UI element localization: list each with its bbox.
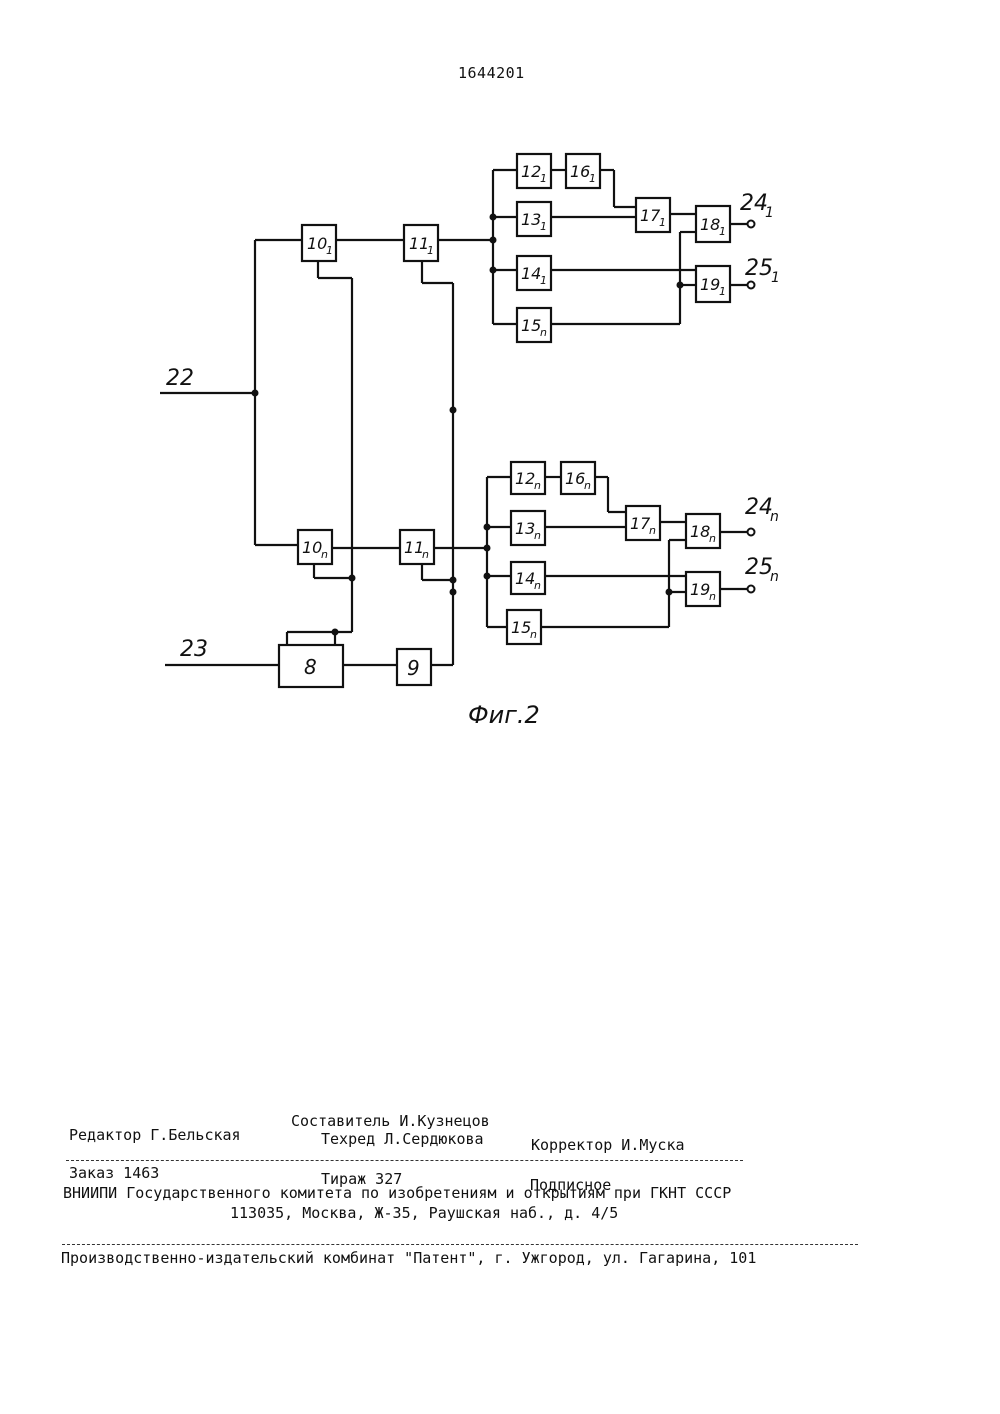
block-9: 9 [397,649,431,685]
block-19-n: 19 n [686,572,720,606]
svg-text:n: n [770,569,779,585]
svg-text:25: 25 [745,555,773,580]
block-17-1: 17 1 [636,198,670,232]
svg-text:n: n [321,548,328,561]
svg-text:n: n [770,509,779,525]
svg-text:8: 8 [304,655,317,679]
svg-text:1: 1 [719,285,726,298]
figure-caption: Фиг.2 [468,701,540,729]
svg-text:1: 1 [771,270,780,286]
svg-text:n: n [530,628,537,641]
block-15-1: 15 n [517,308,551,342]
block-17-n: 17 n [626,506,660,540]
order-line: Заказ 1463 [69,1164,159,1182]
circuit-diagram: 10 1 11 1 10 n 11 n 8 9 12 [0,0,1000,760]
svg-text:10: 10 [307,234,327,253]
block-16-n: 16 n [561,462,595,494]
block-18-n: 18 n [686,514,720,548]
editor-line: Редактор Г.Бельская [69,1126,241,1144]
svg-text:1: 1 [719,225,726,238]
svg-text:19: 19 [690,580,710,599]
output-label-24-n: 24 n [745,495,779,525]
svg-text:12: 12 [515,469,535,488]
organization-line: ВНИИПИ Государственного комитета по изоб… [63,1184,731,1202]
block-14-1: 14 1 [517,256,551,290]
svg-text:16: 16 [570,162,590,181]
input-label-22: 22 [166,366,194,391]
svg-text:18: 18 [690,522,710,541]
svg-text:n: n [534,579,541,592]
corrector-line: Корректор И.Муска [531,1136,685,1154]
svg-text:n: n [709,532,716,545]
divider-line [66,1160,743,1161]
block-11-n: 11 n [400,530,434,564]
svg-text:n: n [534,529,541,542]
svg-text:1: 1 [540,172,547,185]
input-wiring [160,240,493,665]
svg-text:1: 1 [659,216,666,229]
block-13-n: 13 n [511,511,545,545]
svg-text:19: 19 [700,275,720,294]
output-label-24-1: 24 1 [740,191,774,221]
svg-text:1: 1 [427,244,434,257]
svg-text:1: 1 [589,172,596,185]
svg-text:14: 14 [515,569,535,588]
svg-text:17: 17 [640,206,661,225]
svg-text:n: n [534,479,541,492]
block-15-n: 15 n [507,610,541,644]
block-8: 8 [279,645,343,687]
svg-text:9: 9 [407,656,420,680]
block-13-1: 13 1 [517,202,551,236]
svg-text:n: n [422,548,429,561]
svg-text:n: n [540,326,547,339]
divider-line [62,1244,858,1245]
svg-text:25: 25 [745,256,773,281]
techred-line: Техред Л.Сердюкова [321,1130,484,1148]
svg-text:1: 1 [540,274,547,287]
junction-dots [252,214,684,636]
block-12-n: 12 n [511,462,545,494]
svg-text:15: 15 [511,618,531,637]
svg-text:10: 10 [302,538,322,557]
svg-text:16: 16 [565,469,585,488]
publisher-line: Производственно-издательский комбинат "П… [61,1249,756,1267]
block-11-1: 11 1 [404,225,438,261]
svg-text:14: 14 [521,264,541,283]
block-10-n: 10 n [298,530,332,564]
compiler-line: Составитель И.Кузнецов [291,1112,490,1130]
svg-text:17: 17 [630,514,651,533]
block-19-1: 19 1 [696,266,730,302]
svg-text:12: 12 [521,162,541,181]
output-label-25-n: 25 n [745,555,779,585]
svg-text:24: 24 [745,495,773,520]
svg-text:18: 18 [700,215,720,234]
svg-text:1: 1 [540,220,547,233]
block-14-n: 14 n [511,562,545,594]
svg-text:n: n [649,524,656,537]
block-12-1: 12 1 [517,154,551,188]
svg-text:1: 1 [765,205,774,221]
svg-text:n: n [584,479,591,492]
svg-text:13: 13 [515,519,535,538]
block-18-1: 18 1 [696,206,730,242]
svg-text:n: n [709,590,716,603]
input-label-23: 23 [180,637,208,662]
svg-text:1: 1 [326,244,333,257]
svg-text:13: 13 [521,210,541,229]
svg-text:24: 24 [740,191,768,216]
svg-text:15: 15 [521,316,541,335]
block-10-1: 10 1 [302,225,336,261]
block-16-1: 16 1 [566,154,600,188]
address-line: 113035, Москва, Ж-35, Раушская наб., д. … [230,1204,618,1222]
